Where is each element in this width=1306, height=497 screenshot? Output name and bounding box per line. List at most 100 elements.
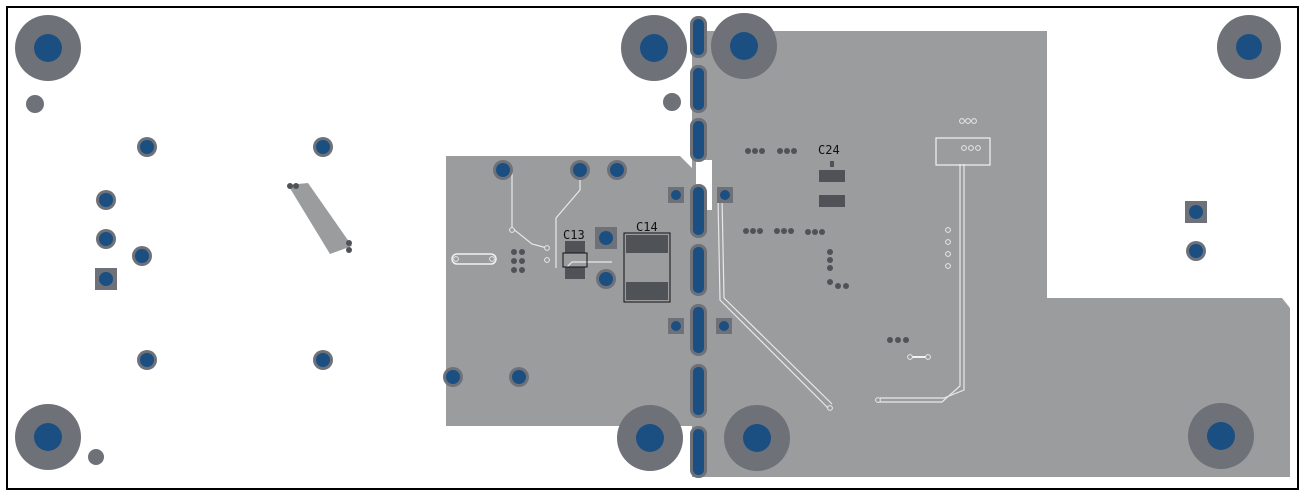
via: [293, 183, 299, 189]
pad-drill: [1189, 244, 1203, 258]
slot-pad-drill: [693, 187, 704, 235]
slot-pad-drill: [693, 367, 704, 415]
via: [511, 249, 517, 255]
via-small: [975, 145, 981, 151]
pad-drill: [640, 34, 668, 62]
pad-drill: [1189, 205, 1203, 219]
c13-pad-bottom: [565, 267, 585, 279]
via: [752, 148, 758, 154]
via: [759, 148, 765, 154]
c24-designator: C24: [818, 143, 840, 157]
via: [511, 267, 517, 273]
c14-designator: C14: [636, 220, 658, 234]
pad-drill: [636, 424, 664, 452]
via: [835, 283, 841, 289]
pad-drill: [140, 353, 154, 367]
pad-drill: [719, 321, 729, 331]
via-small: [544, 245, 550, 251]
via: [781, 228, 787, 234]
c24-pad-bottom: [819, 195, 845, 207]
slot-pad-drill: [693, 19, 704, 55]
pad-drill: [1236, 34, 1262, 60]
pad-drill: [446, 370, 460, 384]
c14-pad-top: [626, 235, 668, 253]
slot-pad-drill: [693, 247, 704, 293]
pad-drill: [99, 232, 113, 246]
pad-drill: [730, 32, 758, 60]
via-small: [945, 263, 951, 269]
via: [757, 228, 763, 234]
pad-drill: [671, 321, 681, 331]
via-small: [971, 118, 977, 124]
via-small: [945, 227, 951, 233]
trace-right-vertical-inner: [880, 164, 965, 399]
mounting-hole-small: [88, 449, 104, 465]
pad-drill: [671, 190, 681, 200]
capacitor-c14: C14: [623, 220, 671, 303]
via-small: [945, 239, 951, 245]
via: [805, 229, 811, 235]
via-small: [965, 118, 971, 124]
capacitor-c13: C13: [562, 228, 588, 279]
via: [827, 279, 833, 285]
copper-pour-right: [692, 31, 1290, 477]
copper-strap: [288, 183, 352, 254]
slot-pad-drill: [693, 429, 704, 475]
pad-drill: [99, 193, 113, 207]
trace-diagonal: [717, 197, 829, 409]
slot-outline: [451, 253, 497, 265]
via: [887, 337, 893, 343]
ic-silk-box: [935, 137, 991, 166]
via-small: [968, 145, 974, 151]
via: [819, 229, 825, 235]
c14-body: [623, 232, 671, 303]
mounting-hole-small: [663, 93, 681, 111]
via: [843, 283, 849, 289]
vias: [287, 118, 981, 411]
via: [346, 240, 352, 246]
via-small: [453, 256, 459, 262]
pads: [15, 13, 1281, 471]
smd-components: C13 C14 C24: [562, 143, 845, 303]
copper-pour-left: [446, 156, 696, 426]
via: [519, 258, 525, 264]
via-small: [945, 251, 951, 257]
c13-designator: C13: [563, 228, 585, 242]
slot-pad-drill: [693, 307, 704, 353]
trace-diagonal-inner: [721, 197, 833, 405]
pad-drill: [610, 163, 624, 177]
via: [519, 267, 525, 273]
pad-drill: [316, 140, 330, 154]
via-small: [544, 257, 550, 263]
trace-right-vertical: [878, 164, 961, 403]
pad-drill: [34, 423, 62, 451]
via-small: [961, 145, 967, 151]
via: [519, 249, 525, 255]
slot-pad-drill: [693, 121, 704, 159]
slot-pad-drill: [693, 68, 704, 110]
pad-drill: [316, 353, 330, 367]
via: [784, 148, 790, 154]
via: [287, 183, 293, 189]
c24-pad-top: [819, 170, 845, 182]
via: [750, 228, 756, 234]
c13-pad-top: [565, 241, 585, 253]
via: [743, 228, 749, 234]
slot-pads: [690, 16, 707, 478]
via: [788, 228, 794, 234]
via-small: [907, 354, 913, 360]
via: [827, 249, 833, 255]
pad-drill: [140, 140, 154, 154]
capacitor-c24: C24: [818, 143, 845, 207]
via: [812, 229, 818, 235]
pad-drill: [99, 272, 113, 286]
c24-marker: [830, 161, 834, 167]
pad-drill: [720, 190, 730, 200]
via: [827, 265, 833, 271]
pad-drill: [599, 231, 613, 245]
pad-drill: [34, 34, 62, 62]
pad-drill: [1207, 422, 1235, 450]
pad-drill: [743, 424, 771, 452]
via: [827, 257, 833, 263]
